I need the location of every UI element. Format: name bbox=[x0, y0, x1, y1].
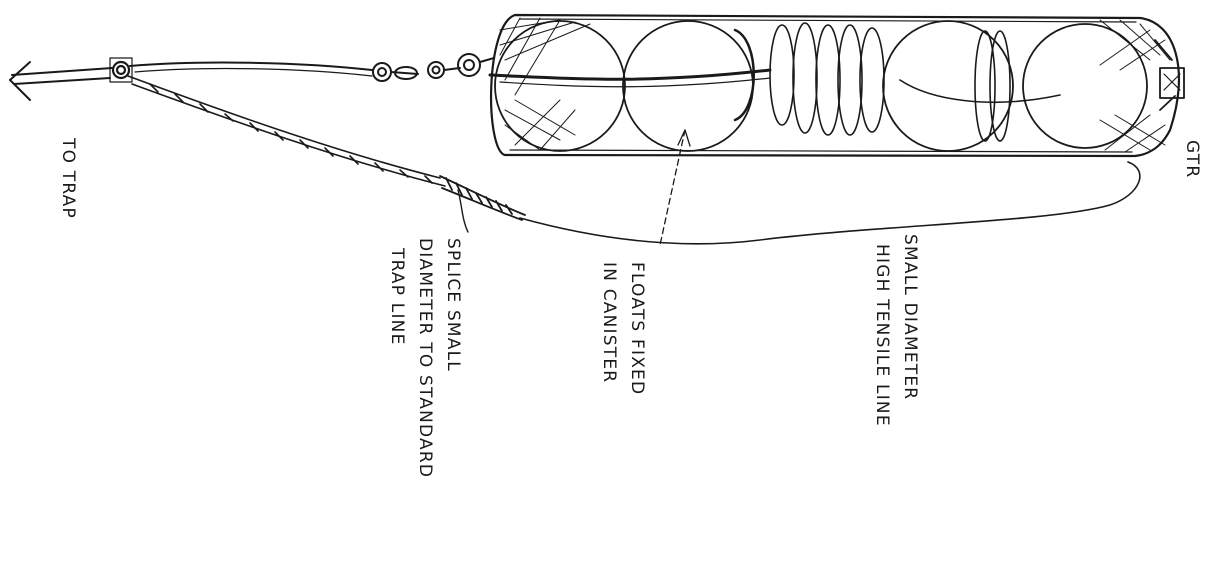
bridle-line-upper-twist bbox=[135, 69, 372, 76]
label-floats-2: IN CANISTER bbox=[599, 262, 619, 383]
line-coil bbox=[770, 23, 1060, 141]
float-1 bbox=[495, 21, 625, 151]
label-splice-3: TRAP LINE bbox=[387, 247, 407, 346]
label-splice-1: SPLICE SMALL bbox=[443, 238, 463, 372]
trap-shackle bbox=[110, 58, 132, 82]
label-hightensile-1: SMALL DIAMETER bbox=[900, 234, 920, 400]
label-splice-2: DIAMETER TO STANDARD bbox=[415, 238, 435, 478]
label-floats-1: FLOATS FIXED bbox=[627, 262, 647, 395]
float-4 bbox=[1023, 24, 1147, 148]
trap-line-rope bbox=[128, 76, 445, 186]
gtr-device bbox=[1155, 40, 1184, 110]
small-diameter-line bbox=[520, 162, 1140, 244]
splice-section bbox=[440, 176, 525, 220]
label-to-trap: TO TRAP bbox=[58, 137, 78, 219]
direction-arrow bbox=[10, 62, 112, 100]
float-3 bbox=[883, 21, 1013, 151]
canister-center-rope bbox=[490, 70, 770, 79]
label-gtr: GTR bbox=[1182, 140, 1202, 178]
swivel-chain bbox=[373, 54, 494, 81]
label-hightensile-2: HIGH TENSILE LINE bbox=[872, 244, 892, 427]
